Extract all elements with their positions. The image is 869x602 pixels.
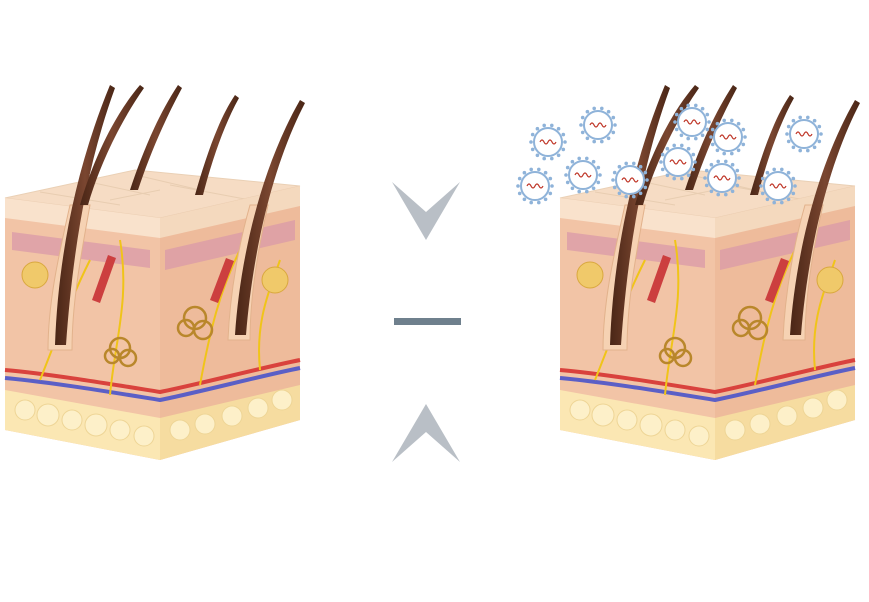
arrector-pili-muscle (647, 255, 671, 303)
chevron-up-icon (392, 404, 460, 462)
virus-particle (611, 161, 649, 199)
virus-particle (703, 159, 741, 197)
virus-particle (516, 167, 554, 205)
sebaceous-gland (21, 261, 289, 294)
virus-particle (579, 106, 617, 144)
artery (4, 358, 301, 395)
sweat-gland (103, 305, 214, 368)
skin-cross-section-with-viruses (559, 85, 860, 460)
vein (559, 366, 856, 403)
chevron-down-icon (392, 182, 460, 240)
center-comparison (392, 182, 461, 462)
sebaceous-gland (576, 261, 844, 294)
sweat-gland (658, 305, 769, 368)
virus-particle (659, 143, 697, 181)
arrector-pili-muscle (210, 258, 234, 303)
fat-cells (569, 389, 848, 447)
virus-particles (516, 103, 823, 205)
virus-particle (673, 103, 711, 141)
dash-separator (394, 318, 461, 325)
hair-strands (55, 85, 305, 345)
virus-particle (529, 123, 567, 161)
fat-cells (14, 389, 293, 447)
skin-cross-section-healthy (4, 85, 305, 460)
arrector-pili-muscle (765, 258, 789, 303)
vein (4, 366, 301, 403)
virus-particle (759, 167, 797, 205)
artery (559, 358, 856, 395)
virus-particle (785, 115, 823, 153)
arrector-pili-muscle (92, 255, 116, 303)
virus-particle (709, 118, 747, 156)
virus-particle (564, 156, 602, 194)
